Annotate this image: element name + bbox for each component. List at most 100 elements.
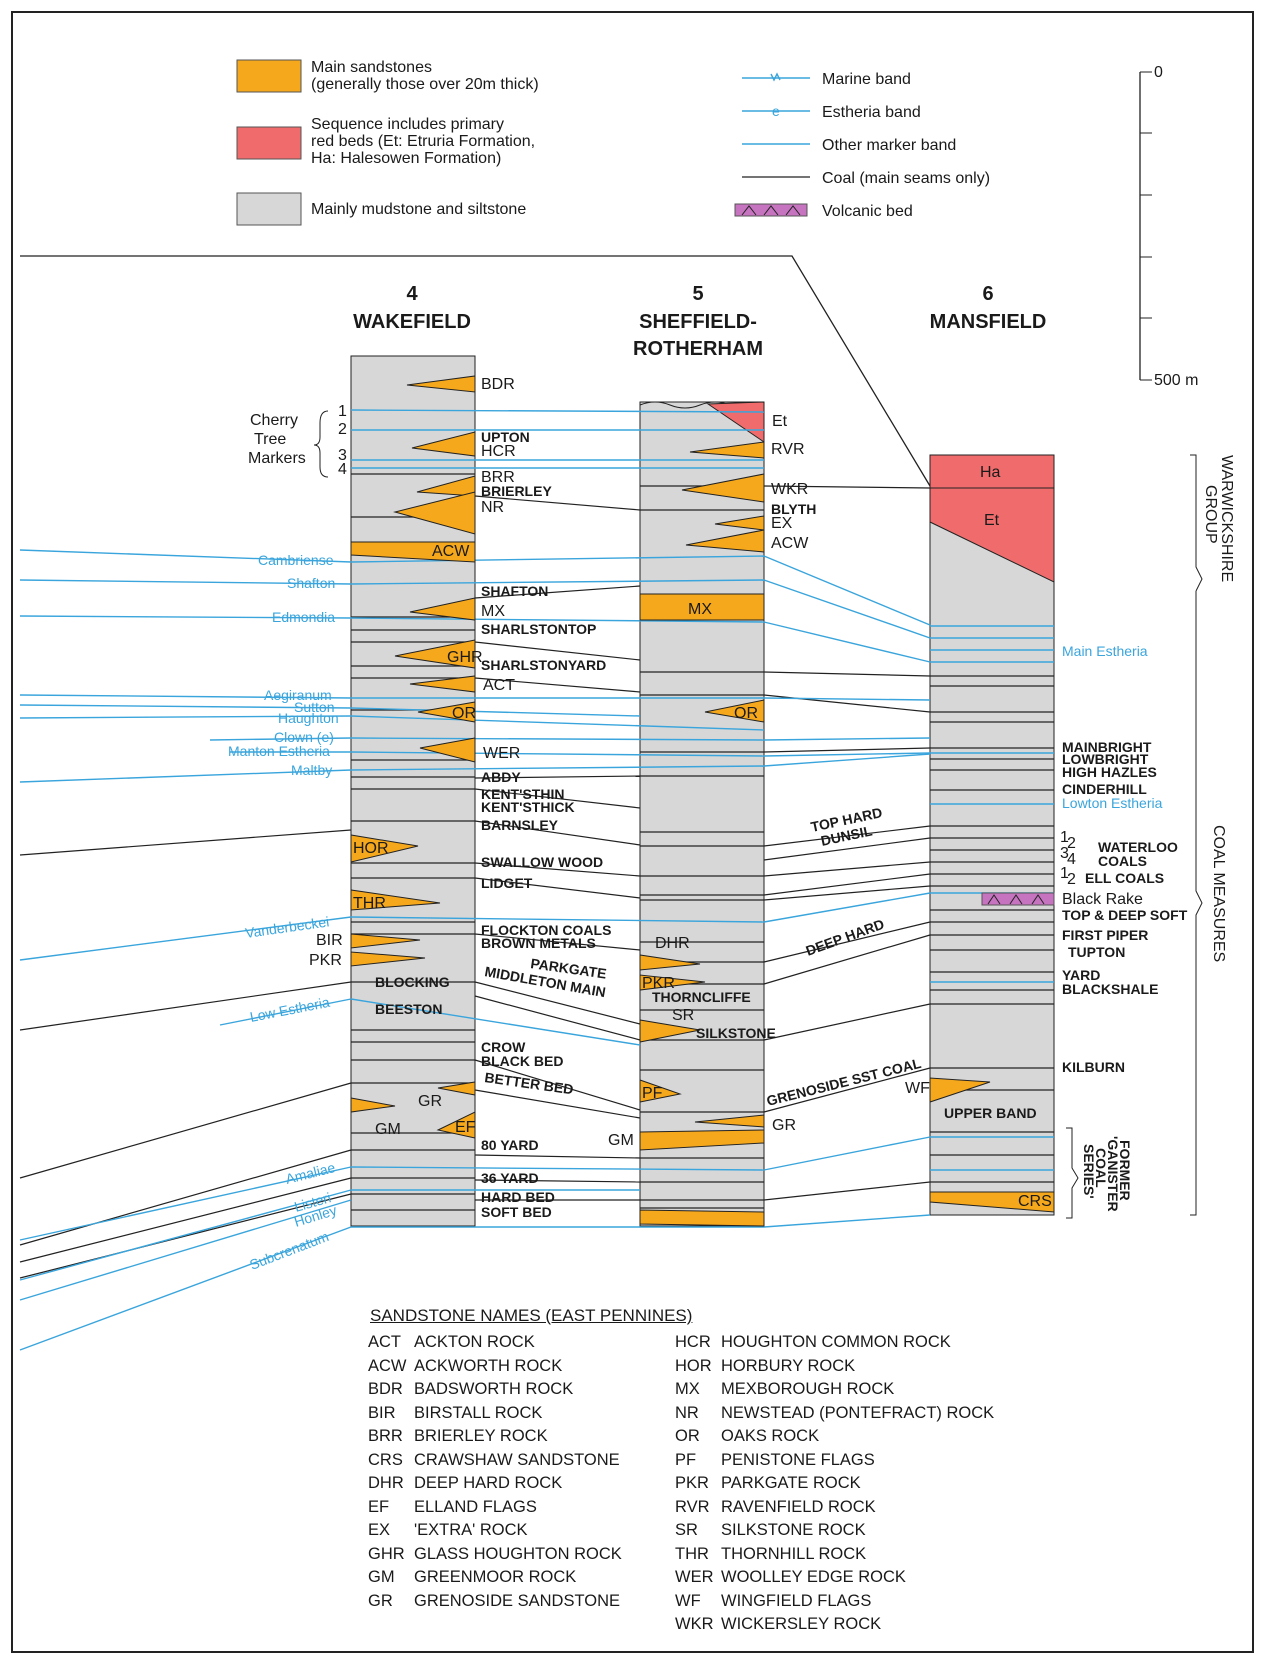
- svg-text:ACT: ACT: [483, 677, 515, 694]
- svg-text:GR: GR: [418, 1093, 442, 1110]
- sandstone-abbr: PKR: [675, 1474, 709, 1492]
- svg-text:1: 1: [1060, 865, 1069, 882]
- sandstone-name: ACKTON ROCK: [414, 1333, 535, 1351]
- sandstone-name: DEEP HARD ROCK: [414, 1474, 563, 1492]
- svg-text:COALS: COALS: [1098, 853, 1147, 869]
- svg-text:Ha: Ha: [980, 464, 1001, 481]
- sandstone-name: PARKGATE ROCK: [721, 1474, 861, 1492]
- svg-text:LIDGET: LIDGET: [481, 875, 533, 891]
- sandstone-key-row: GR GRENOSIDE SANDSTONE: [368, 1592, 620, 1611]
- svg-text:3: 3: [1060, 845, 1069, 862]
- sandstone-abbr: GR: [368, 1591, 393, 1610]
- legend-mudstone: Mainly mudstone and siltstone: [311, 201, 526, 218]
- legend-volcanic: Volcanic bed: [822, 203, 913, 220]
- sandstone-name: BRIERLEY ROCK: [414, 1427, 548, 1445]
- legend-sandstone-swatch: [236, 59, 302, 93]
- svg-text:Maltby: Maltby: [291, 762, 332, 778]
- sandstone-name: ACKWORTH ROCK: [414, 1356, 563, 1375]
- svg-text:SHARLSTONTOP: SHARLSTONTOP: [481, 621, 596, 637]
- svg-text:ELL COALS: ELL COALS: [1085, 870, 1164, 886]
- col4-sandstones: [350, 375, 476, 1139]
- sandstone-abbr: BDR: [368, 1380, 403, 1398]
- svg-text:WER: WER: [483, 745, 520, 762]
- col6-name: MANSFIELD: [930, 311, 1047, 333]
- svg-text:1: 1: [1060, 829, 1069, 846]
- col6-number: 6: [982, 283, 993, 305]
- sandstone-key-row: EF ELLAND FLAGS: [368, 1498, 537, 1517]
- svg-text:BLOCKING: BLOCKING: [375, 974, 450, 990]
- svg-text:KENT'STHICK: KENT'STHICK: [481, 799, 575, 815]
- sandstone-abbr: BIR: [368, 1403, 396, 1422]
- svg-text:EX: EX: [771, 515, 793, 532]
- svg-text:GRENOSIDE SST COAL: GRENOSIDE SST COAL: [765, 1055, 923, 1109]
- legend-main-sandstones: Main sandstones(generally those over 20m…: [311, 59, 539, 93]
- sandstone-abbr: ACT: [368, 1333, 401, 1351]
- sandstone-abbr: EX: [368, 1521, 391, 1539]
- svg-text:2: 2: [1067, 835, 1076, 852]
- svg-text:THR: THR: [353, 895, 386, 912]
- svg-text:GM: GM: [608, 1132, 634, 1149]
- svg-text:4: 4: [338, 461, 347, 478]
- svg-text:Amaliae: Amaliae: [284, 1159, 337, 1187]
- sandstone-abbr: WF: [675, 1591, 701, 1610]
- col5-sandstones: [639, 441, 765, 1227]
- sandstone-abbr: GM: [368, 1568, 395, 1586]
- col6-labels: Ha Et Main Estheria MAINBRIGHT LOWBRIGHT…: [905, 464, 1188, 1210]
- sandstone-name: THORNHILL ROCK: [721, 1544, 867, 1563]
- svg-text:3: 3: [338, 447, 347, 464]
- sandstone-key-row: ACT ACKTON ROCK: [368, 1333, 535, 1352]
- svg-text:CROW: CROW: [481, 1039, 526, 1055]
- svg-text:YARD: YARD: [1062, 967, 1100, 983]
- sandstone-name: RAVENFIELD ROCK: [721, 1497, 876, 1516]
- col6-sandstones: [929, 1077, 1055, 1213]
- marker-names-left: Cambriense Shafton Edmondia Aegiranum Su…: [228, 552, 339, 1273]
- svg-text:DEEP HARD: DEEP HARD: [804, 916, 887, 959]
- svg-text:Et: Et: [984, 512, 1000, 529]
- svg-text:CINDERHILL: CINDERHILL: [1062, 781, 1147, 797]
- svg-text:SR: SR: [672, 1007, 694, 1024]
- svg-text:WATERLOO: WATERLOO: [1098, 839, 1178, 855]
- svg-text:2: 2: [1067, 871, 1076, 888]
- col6-coals: [930, 675, 1054, 1183]
- sandstone-abbr: EF: [368, 1497, 390, 1516]
- svg-text:SHAFTON: SHAFTON: [481, 583, 548, 599]
- sandstone-abbr: THR: [675, 1544, 709, 1563]
- svg-text:Aegiranum: Aegiranum: [264, 687, 332, 703]
- svg-text:SWALLOW WOOD: SWALLOW WOOD: [481, 854, 603, 870]
- sandstone-abbr: HOR: [675, 1356, 712, 1375]
- coal-correlations: [19, 485, 931, 1279]
- sandstone-name: OAKS ROCK: [721, 1427, 820, 1445]
- svg-text:DHR: DHR: [655, 935, 690, 952]
- sandstone-name: CRAWSHAW SANDSTONE: [414, 1450, 620, 1469]
- legend: Main sandstones(generally those over 20m…: [236, 59, 990, 226]
- svg-text:Subcrenatum: Subcrenatum: [247, 1228, 330, 1273]
- svg-text:Low Estheria: Low Estheria: [249, 994, 332, 1025]
- svg-text:CRS: CRS: [1018, 1193, 1052, 1210]
- col5-name: SHEFFIELD-ROTHERHAM: [633, 311, 763, 360]
- svg-text:EF: EF: [455, 1119, 476, 1136]
- svg-text:PKR: PKR: [309, 952, 342, 969]
- sandstone-name: ELLAND FLAGS: [414, 1497, 537, 1516]
- svg-text:SHARLSTONYARD: SHARLSTONYARD: [481, 657, 606, 673]
- sandstone-abbr: PF: [675, 1450, 697, 1469]
- svg-text:TOP & DEEP SOFT: TOP & DEEP SOFT: [1062, 907, 1188, 923]
- svg-text:BRIERLEY: BRIERLEY: [481, 483, 552, 499]
- svg-text:BLACKSHALE: BLACKSHALE: [1062, 981, 1158, 997]
- svg-text:GM: GM: [375, 1121, 401, 1138]
- svg-text:WF: WF: [905, 1080, 930, 1097]
- svg-text:KENT'STHIN: KENT'STHIN: [481, 786, 564, 802]
- sandstone-name: GRENOSIDE SANDSTONE: [414, 1591, 620, 1610]
- sandstone-abbr: WKR: [675, 1615, 714, 1633]
- legend-other-marker: Other marker band: [822, 137, 956, 154]
- svg-text:SOFT BED: SOFT BED: [481, 1204, 552, 1220]
- svg-text:UPPER BAND: UPPER BAND: [944, 1105, 1037, 1121]
